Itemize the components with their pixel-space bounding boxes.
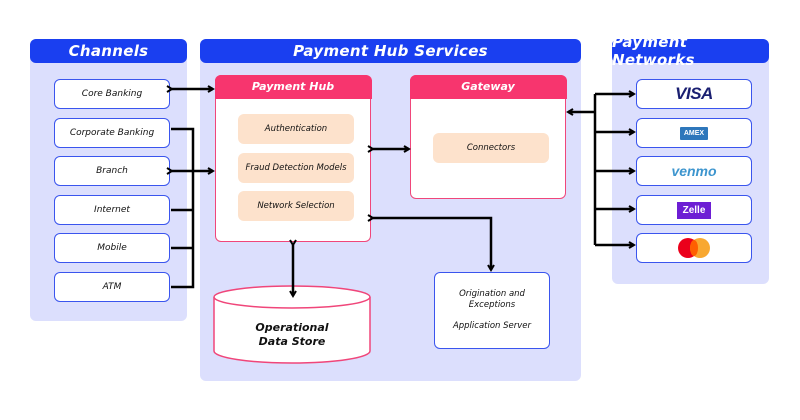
network-visa[interactable]: VISA: [636, 79, 752, 109]
app-server-line1: Origination and: [459, 289, 525, 299]
app-server-line2: Exceptions: [468, 300, 516, 310]
data-store-line1: Operational: [255, 321, 329, 334]
channel-atm[interactable]: ATM: [54, 272, 170, 302]
zelle-logo-icon: Zelle: [676, 201, 712, 219]
channel-core-banking[interactable]: Core Banking: [54, 79, 170, 109]
network-amex[interactable]: AMEX: [636, 118, 752, 148]
app-server-line3: Application Server: [452, 321, 532, 331]
services-panel: Payment Hub Services Payment Hub Authent…: [200, 39, 581, 381]
channel-bus: [171, 127, 195, 289]
payment-hub-card: Payment Hub Authentication Fraud Detecti…: [214, 74, 372, 242]
networks-panel: Payment Networks VISA AMEX venmo Zelle: [612, 33, 769, 284]
services-header: Payment Hub Services: [200, 39, 581, 63]
channels-header: Channels: [30, 39, 187, 63]
channel-mobile[interactable]: Mobile: [54, 233, 170, 263]
amex-logo-icon: AMEX: [679, 126, 709, 140]
module-fraud-detection[interactable]: Fraud Detection Models: [238, 153, 354, 183]
module-connectors[interactable]: Connectors: [433, 133, 549, 163]
app-server-box[interactable]: Origination and Exceptions Application S…: [434, 272, 550, 349]
channel-internet[interactable]: Internet: [54, 195, 170, 225]
data-store-cylinder[interactable]: [213, 285, 371, 367]
data-store-line2: Data Store: [258, 335, 326, 348]
arrow-hub-appserver: [367, 214, 495, 272]
module-network-selection[interactable]: Network Selection: [238, 191, 354, 221]
visa-logo-icon: VISA: [675, 84, 713, 103]
network-venmo[interactable]: venmo: [636, 156, 752, 186]
module-authentication[interactable]: Authentication: [238, 114, 354, 144]
network-mastercard[interactable]: [636, 233, 752, 263]
data-store-label: Operational Data Store: [213, 321, 371, 349]
network-zelle[interactable]: Zelle: [636, 195, 752, 225]
mastercard-logo-icon: [678, 238, 710, 258]
gateway-header: Gateway: [409, 74, 567, 99]
payment-hub-header: Payment Hub: [214, 74, 372, 99]
channels-panel: Channels Core Banking Corporate Banking …: [30, 39, 187, 321]
channel-branch[interactable]: Branch: [54, 156, 170, 186]
channel-corporate-banking[interactable]: Corporate Banking: [54, 118, 170, 148]
gateway-card: Gateway Connectors: [409, 74, 567, 199]
venmo-logo-icon: venmo: [671, 163, 717, 179]
